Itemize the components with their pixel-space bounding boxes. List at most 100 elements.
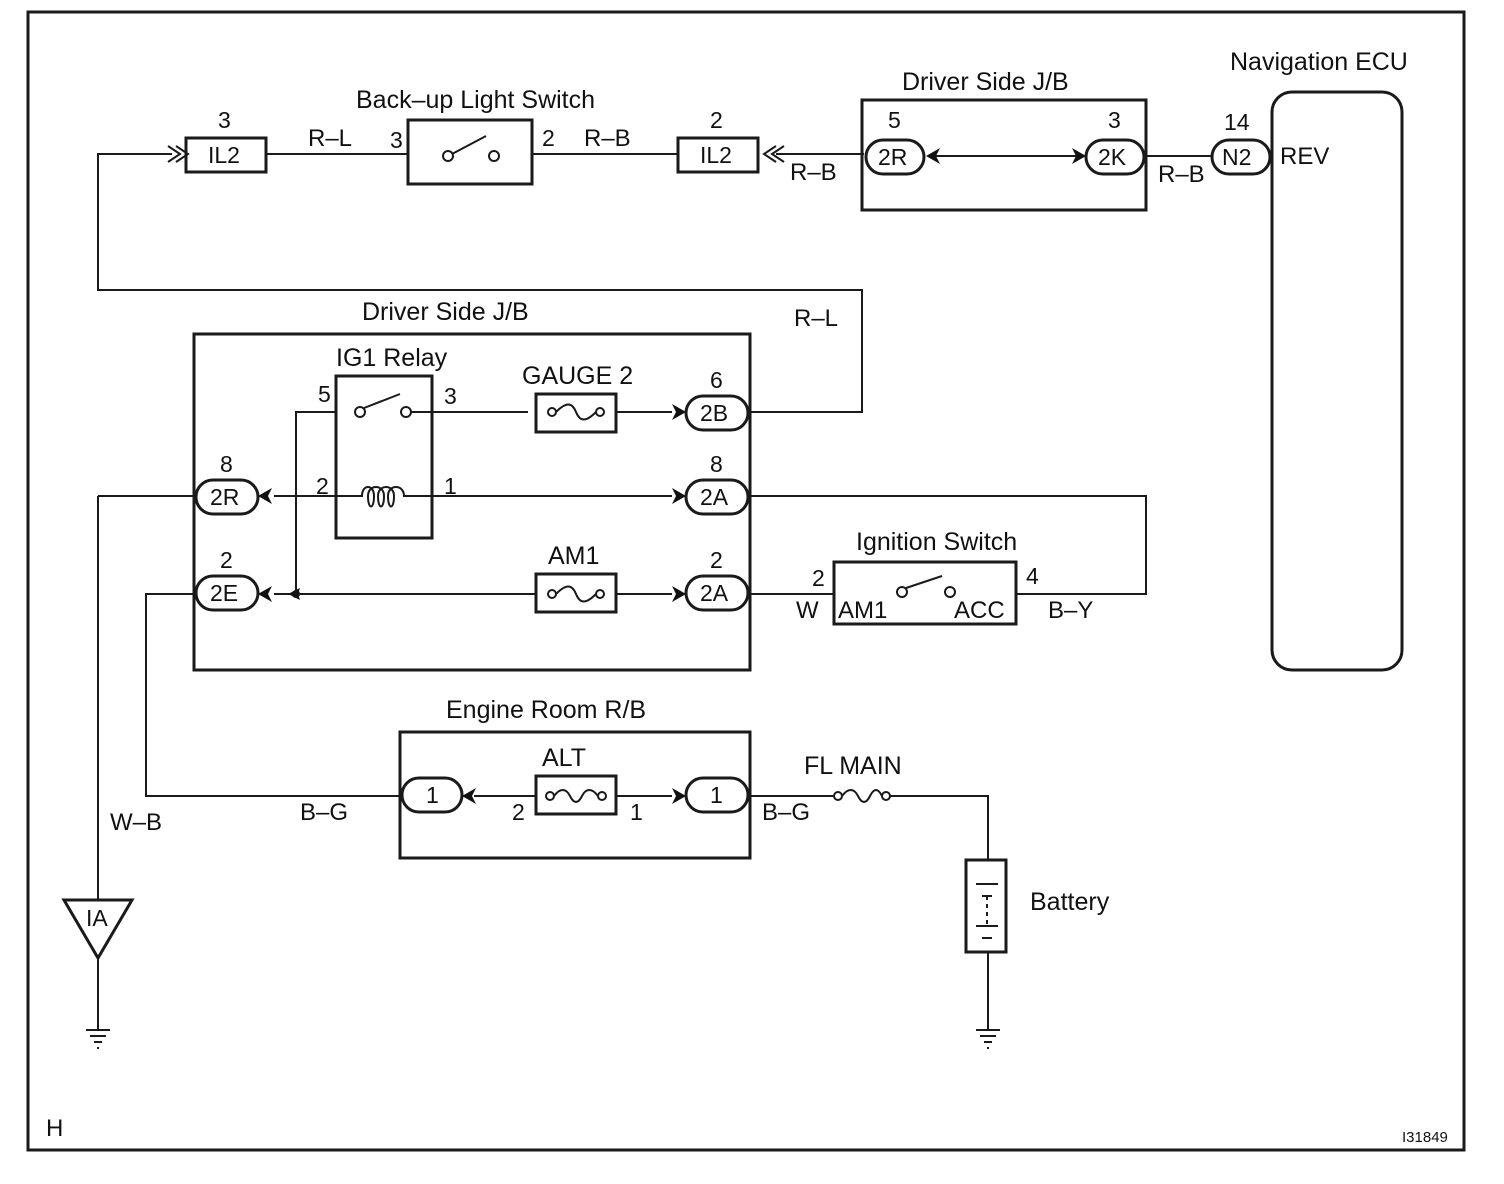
fuse-icon — [555, 403, 597, 421]
jb-main-connector-2a-top — [684, 478, 750, 516]
nav-ecu-connector-label: N2 — [1222, 144, 1251, 170]
backup-switch-pin-in: 3 — [390, 127, 403, 153]
battery-label: Battery — [1030, 888, 1110, 916]
relay-pin-1: 1 — [444, 473, 457, 499]
connector-2e-label: 2E — [210, 580, 238, 606]
engine-rb-pin-right: 1 — [630, 799, 643, 825]
connector-2b-pin: 6 — [710, 367, 723, 393]
connector-2r-label: 2R — [210, 484, 239, 510]
jb-top-connector-2r — [864, 138, 926, 176]
jb-main-box — [192, 332, 752, 672]
ground-ia-label: IA — [86, 905, 108, 931]
nav-ecu-title: Navigation ECU — [1230, 48, 1408, 76]
navigation-ecu — [1270, 90, 1404, 672]
ground-ia-group: W–B IA — [61, 809, 162, 1049]
ignition-switch — [832, 560, 1018, 626]
ground-point-ia — [61, 898, 135, 961]
wire-label-bg-right: B–G — [762, 799, 810, 826]
engine-rb-title: Engine Room R/B — [446, 696, 646, 724]
jb-top-connector-2k-label: 2K — [1098, 144, 1127, 170]
il2-left-label: IL2 — [208, 142, 240, 168]
ignition-switch-title: Ignition Switch — [856, 528, 1017, 556]
switch-blade-icon — [451, 135, 487, 155]
ignition-term-am1: AM1 — [838, 597, 887, 624]
ground-icon — [86, 1029, 110, 1049]
driver-side-jb-main: Driver Side J/B IG1 Relay 5 3 2 1 GAUGE … — [192, 298, 752, 672]
connector-2b-label: 2B — [700, 400, 728, 426]
engine-rb-left-connector — [400, 776, 464, 814]
wire-label-rb-mid: R–B — [790, 159, 837, 186]
relay-coil-icon — [336, 486, 432, 508]
jb-top-title: Driver Side J/B — [902, 68, 1069, 96]
relay-pin-2: 2 — [316, 473, 329, 499]
top-circuit: IL2 3 R–L Back–up Light Switch 3 2 R–B I… — [97, 48, 1408, 672]
il2-right-connector — [676, 136, 760, 174]
wire-label-wb: W–B — [110, 809, 162, 836]
fl-main-label: FL MAIN — [804, 752, 902, 780]
ignition-contact-icon — [944, 586, 956, 598]
jb-top-connector-2k — [1084, 138, 1146, 176]
ignition-pin-left: 2 — [812, 565, 825, 591]
footer-figure-id: I31849 — [1402, 1129, 1448, 1146]
fusible-link-icon — [553, 789, 599, 803]
il2-left-pin: 3 — [218, 107, 231, 133]
alt-fuse-title: ALT — [542, 744, 586, 772]
engine-rb-right-connector — [684, 776, 750, 814]
nav-ecu-connector-pin: 14 — [1224, 109, 1250, 135]
ignition-switch-group: Ignition Switch 2 4 AM1 ACC W B–Y — [796, 528, 1093, 626]
footer-left-code: H — [46, 1115, 63, 1142]
backup-switch-pin-out: 2 — [542, 125, 555, 151]
nav-ecu-connector-n2 — [1210, 138, 1272, 176]
fusible-link-icon — [841, 789, 883, 803]
il2-right-pin: 2 — [710, 107, 723, 133]
jb-top-connector-2r-pin: 5 — [888, 107, 901, 133]
wire-label-by: B–Y — [1048, 597, 1093, 624]
wire-label-w: W — [796, 597, 819, 624]
ignition-pin-right: 4 — [1026, 563, 1039, 589]
wire-label-rl-right: R–L — [794, 305, 838, 332]
jb-main-connector-2b — [684, 394, 750, 432]
wire-label-rb-top: R–B — [584, 125, 631, 152]
relay-pin-3: 3 — [444, 383, 457, 409]
connector-2a-bottom-pin: 2 — [710, 547, 723, 573]
wire-label-rb-right: R–B — [1158, 161, 1205, 188]
connector-2a-top-label: 2A — [700, 484, 729, 510]
engine-rb-pin-left: 2 — [512, 799, 525, 825]
battery-group: Battery — [964, 858, 1110, 1049]
backup-switch-title: Back–up Light Switch — [356, 86, 595, 114]
relay-contact-icon — [354, 406, 366, 418]
backup-light-switch — [406, 118, 534, 186]
wire-label-bg-left: B–G — [300, 799, 348, 826]
switch-contact-icon — [442, 150, 454, 162]
alt-fuse — [534, 774, 618, 816]
wire-label-rl-top: R–L — [308, 125, 352, 152]
ground-icon — [976, 1029, 1000, 1049]
jb-top-connector-2k-pin: 3 — [1108, 107, 1121, 133]
engine-room-rb-group: Engine Room R/B 1 ALT 2 1 1 — [398, 696, 752, 860]
battery — [964, 858, 1008, 954]
engine-rb-right-connector-label: 1 — [710, 782, 723, 808]
diagram-frame — [26, 10, 1466, 1152]
fuse-icon — [555, 585, 597, 603]
ignition-contact-icon — [896, 586, 908, 598]
jb-main-title: Driver Side J/B — [362, 298, 529, 326]
jb-top-connector-2r-label: 2R — [878, 144, 907, 170]
relay-pin-5: 5 — [318, 381, 331, 407]
switch-contact-icon — [488, 150, 500, 162]
il2-right-label: IL2 — [700, 142, 732, 168]
relay-contact-icon — [400, 406, 412, 418]
connector-2e-pin: 2 — [220, 547, 233, 573]
ig1-relay-title: IG1 Relay — [336, 344, 448, 372]
relay-switch-blade-icon — [363, 393, 401, 409]
connector-2a-top-pin: 8 — [710, 451, 723, 477]
jb-main-connector-2a-bottom — [684, 574, 750, 612]
ignition-term-acc: ACC — [954, 597, 1005, 624]
ignition-blade-icon — [905, 575, 943, 589]
connector-2r-pin: 8 — [220, 451, 233, 477]
gauge-fuse-title: GAUGE 2 — [522, 362, 633, 390]
ig1-relay — [334, 374, 434, 540]
am1-fuse-title: AM1 — [548, 542, 599, 570]
nav-ecu-terminal-rev: REV — [1280, 143, 1329, 170]
engine-rb-left-connector-label: 1 — [426, 782, 439, 808]
connector-2a-bottom-label: 2A — [700, 580, 729, 606]
